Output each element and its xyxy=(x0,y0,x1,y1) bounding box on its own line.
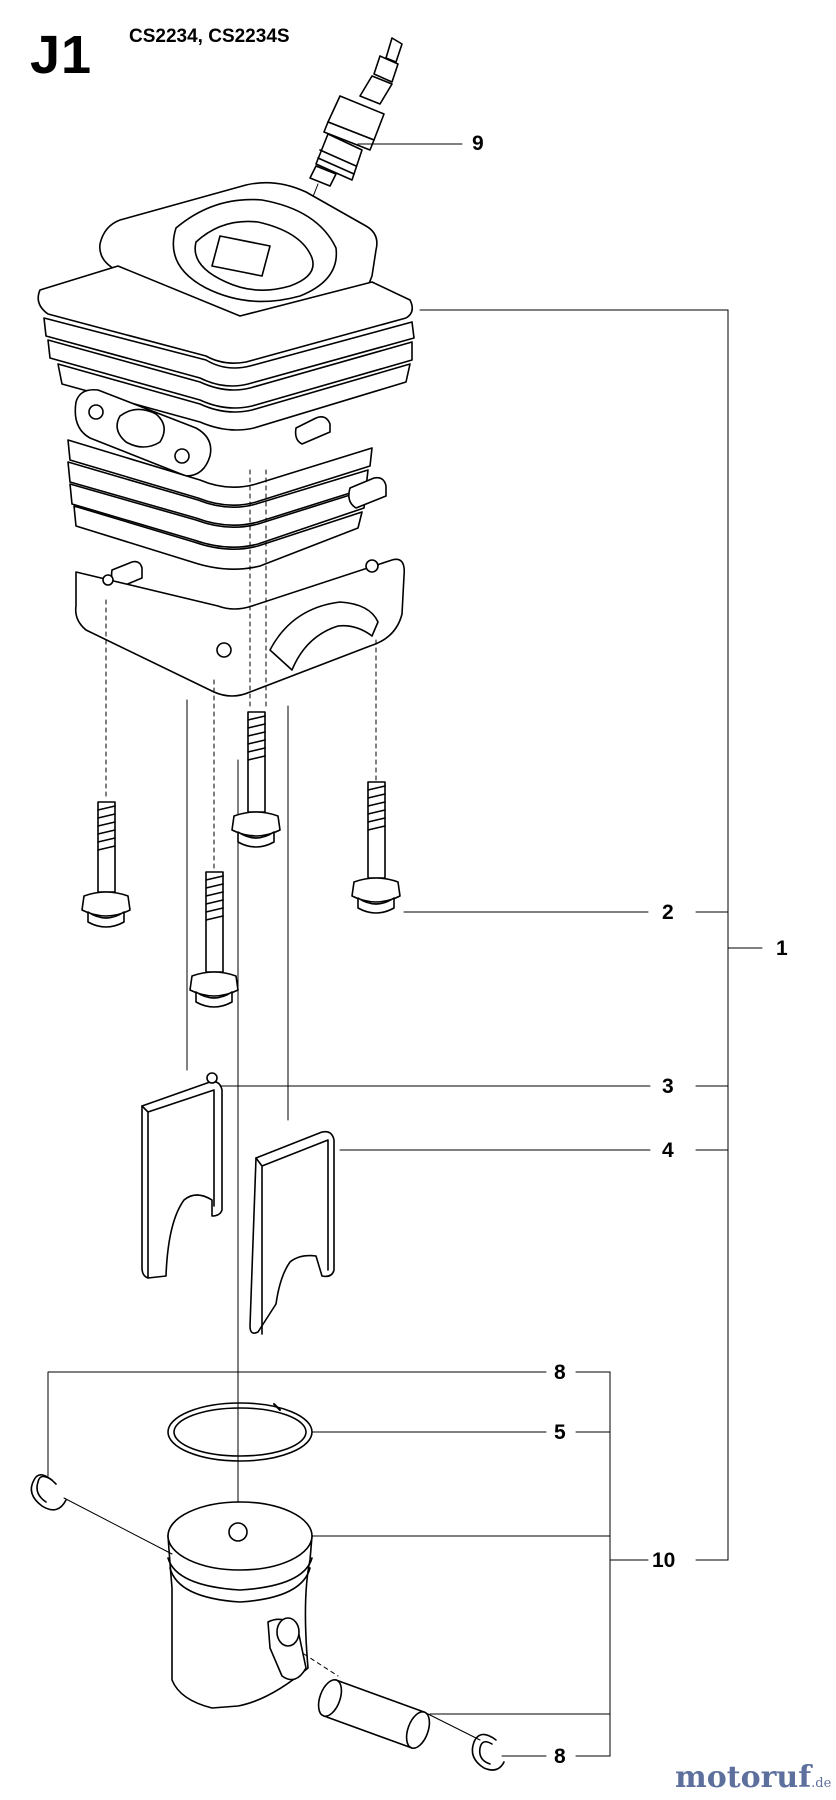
cylinder[interactable] xyxy=(37,181,415,697)
callout-3[interactable]: 3 xyxy=(662,1075,674,1098)
circlip-right-axis xyxy=(423,1711,481,1741)
callout-9[interactable]: 9 xyxy=(472,132,484,155)
watermark-brand: motoruf xyxy=(675,1760,812,1795)
circlip-left[interactable] xyxy=(30,1474,67,1511)
circlip-right[interactable] xyxy=(471,1733,505,1771)
model-numbers: CS2234, CS2234S xyxy=(129,26,290,47)
bolt-4 xyxy=(189,871,239,1008)
gasket-right[interactable] xyxy=(249,1130,335,1335)
cylinder-bolts[interactable] xyxy=(81,711,401,1008)
piston[interactable] xyxy=(167,1501,313,1709)
section-id: J1 xyxy=(30,25,93,85)
pin-axis xyxy=(303,1653,339,1677)
circlip-left-axis xyxy=(63,1497,173,1555)
bolt-2 xyxy=(231,711,281,848)
callout-10[interactable]: 10 xyxy=(652,1549,676,1572)
gasket-left[interactable] xyxy=(141,1072,223,1279)
wrist-pin[interactable] xyxy=(314,1677,434,1752)
callout-4[interactable]: 4 xyxy=(662,1139,674,1162)
callout-5[interactable]: 5 xyxy=(554,1421,566,1444)
piston-ring[interactable] xyxy=(167,1402,313,1462)
watermark-tld: .de xyxy=(811,1776,832,1791)
callout-2[interactable]: 2 xyxy=(662,901,674,924)
bolt-3 xyxy=(351,781,401,914)
bolt-axes xyxy=(105,469,377,871)
bolt-1 xyxy=(81,801,131,928)
callout-8-top[interactable]: 8 xyxy=(554,1361,566,1384)
watermark-logo: motoruf.de xyxy=(675,1760,831,1795)
leader-8-top xyxy=(47,1371,547,1477)
spark-plug[interactable] xyxy=(309,37,403,187)
callout-8-bottom[interactable]: 8 xyxy=(554,1745,566,1768)
callout-1[interactable]: 1 xyxy=(776,937,788,960)
